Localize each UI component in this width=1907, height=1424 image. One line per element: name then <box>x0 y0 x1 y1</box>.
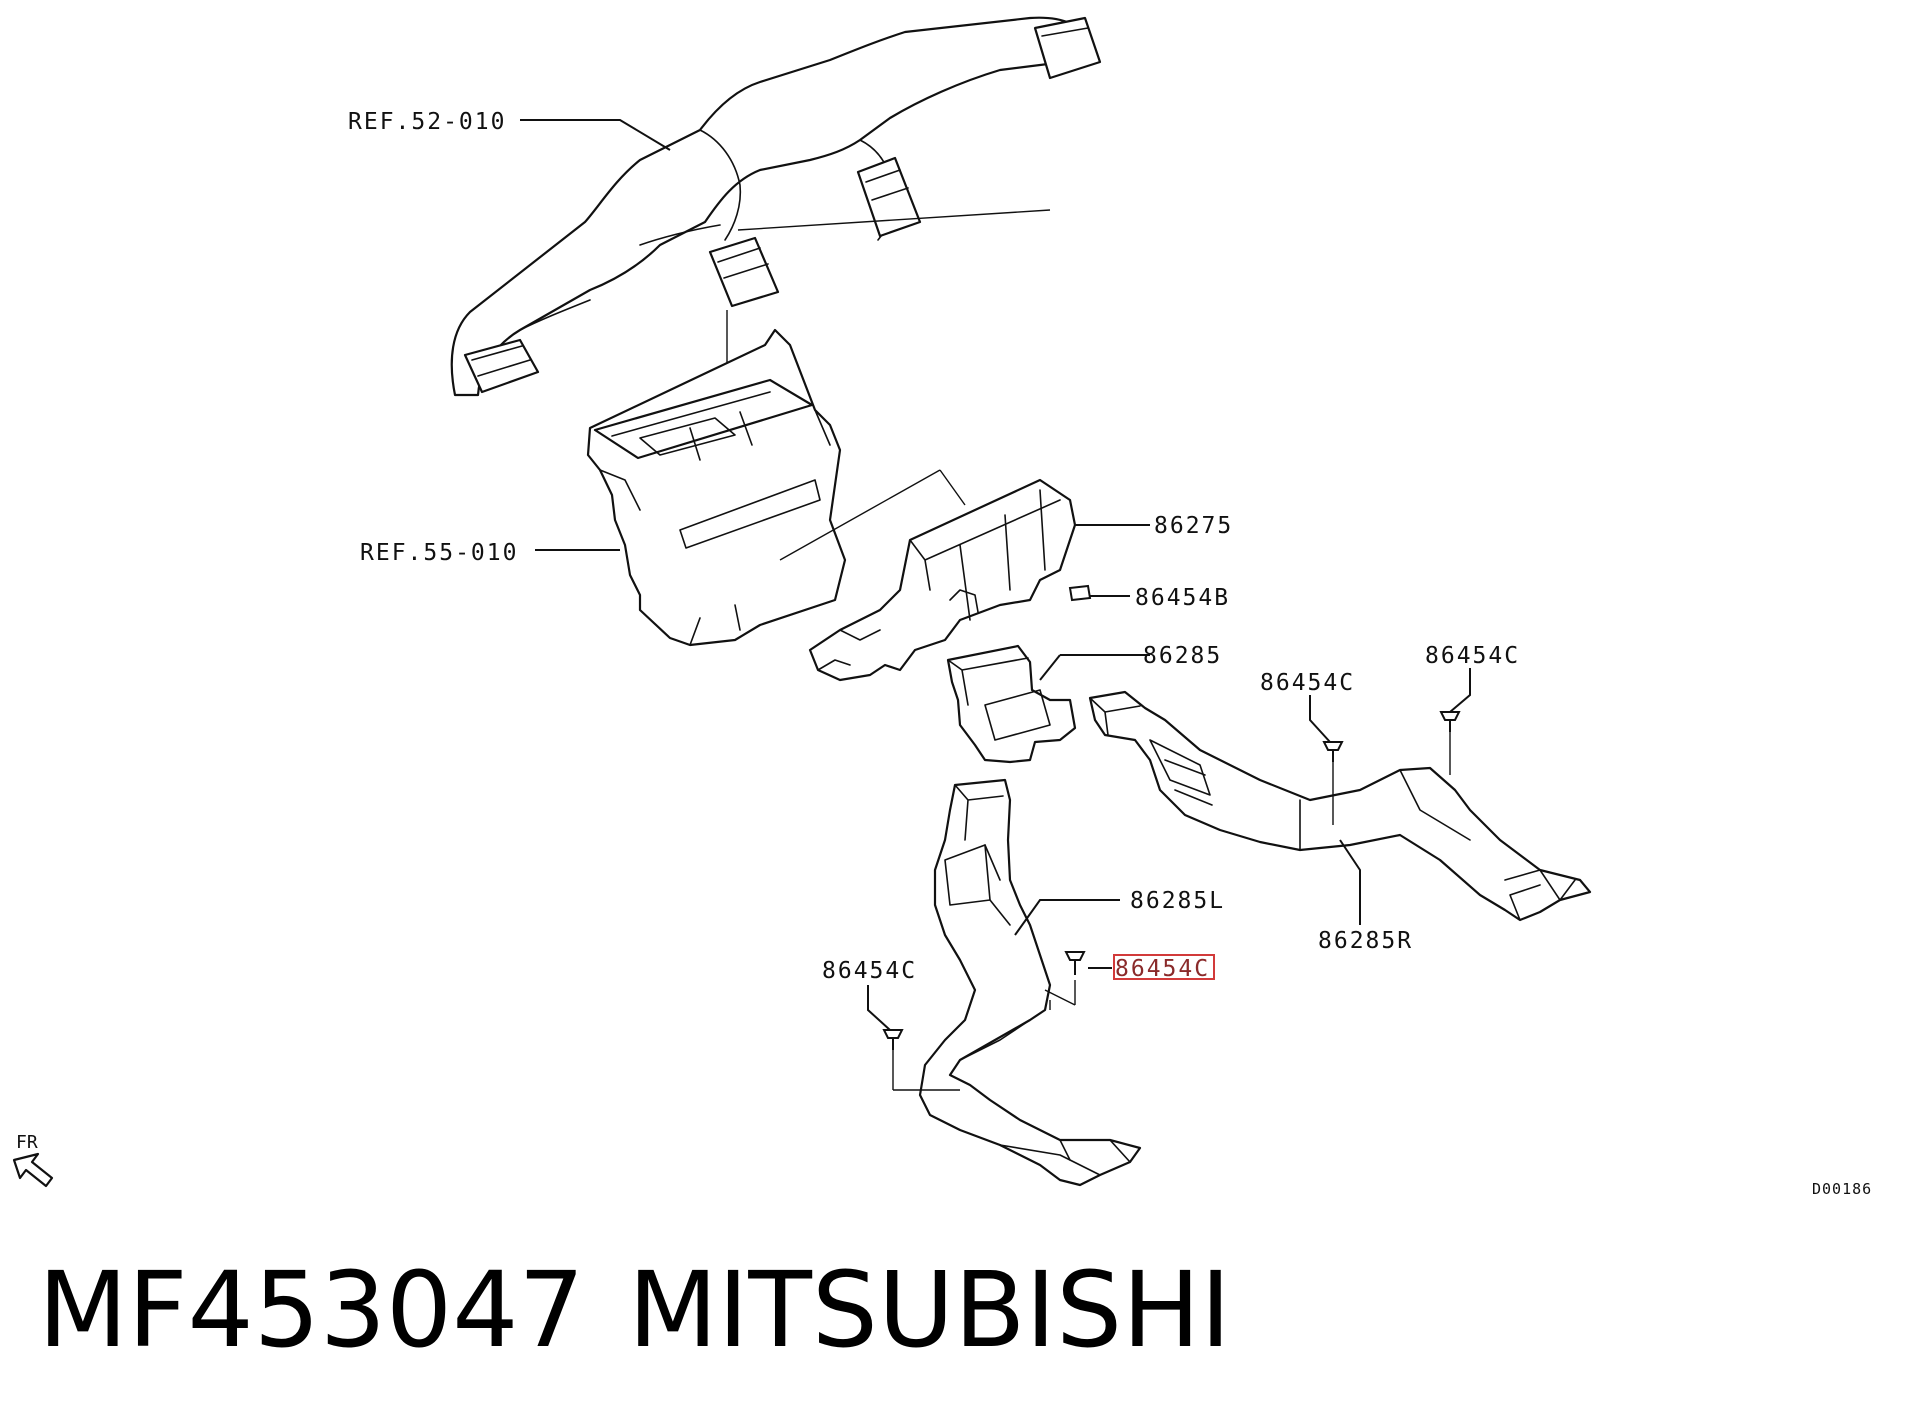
label-86285l: 86285L <box>1130 888 1225 914</box>
label-86454c-center: 86454C <box>1260 670 1355 696</box>
screw-86454c-right <box>1439 711 1461 732</box>
label-86454c-highlight: 86454C <box>1115 956 1210 982</box>
part-86285-duct <box>946 644 1150 764</box>
part-86275-center-duct <box>808 478 1150 682</box>
screw-86454c-left <box>882 1029 904 1050</box>
front-direction-indicator: FR <box>12 1132 54 1188</box>
label-ref-52-010: REF.52-010 <box>348 109 506 135</box>
front-arrow-icon <box>12 1152 54 1188</box>
label-ref-55-010: REF.55-010 <box>360 540 518 566</box>
label-86275: 86275 <box>1154 513 1233 539</box>
diagram-code: D00186 <box>1812 1180 1872 1198</box>
label-86285: 86285 <box>1143 643 1222 669</box>
leader-lines <box>520 119 1471 1091</box>
highlight-box <box>1113 954 1215 980</box>
part-86285l-duct <box>918 778 1142 1187</box>
instrument-panel-duct <box>450 16 1102 397</box>
screw-86454c-highlight <box>1064 951 1086 975</box>
label-86454b: 86454B <box>1135 585 1230 611</box>
part-number: MF453047 <box>38 1249 585 1371</box>
highlighted-part-86454c[interactable]: 86454C <box>1113 954 1215 982</box>
fr-label: FR <box>16 1132 38 1153</box>
brand-name: MITSUBISHI <box>628 1249 1231 1371</box>
label-86454c-right: 86454C <box>1425 643 1520 669</box>
heater-unit <box>586 328 847 647</box>
part-86285r-duct <box>1088 690 1592 922</box>
part-86454b-screw <box>1068 584 1130 602</box>
label-86285r: 86285R <box>1318 928 1413 954</box>
screw-86454c-center <box>1322 741 1344 762</box>
label-86454c-left: 86454C <box>822 958 917 984</box>
